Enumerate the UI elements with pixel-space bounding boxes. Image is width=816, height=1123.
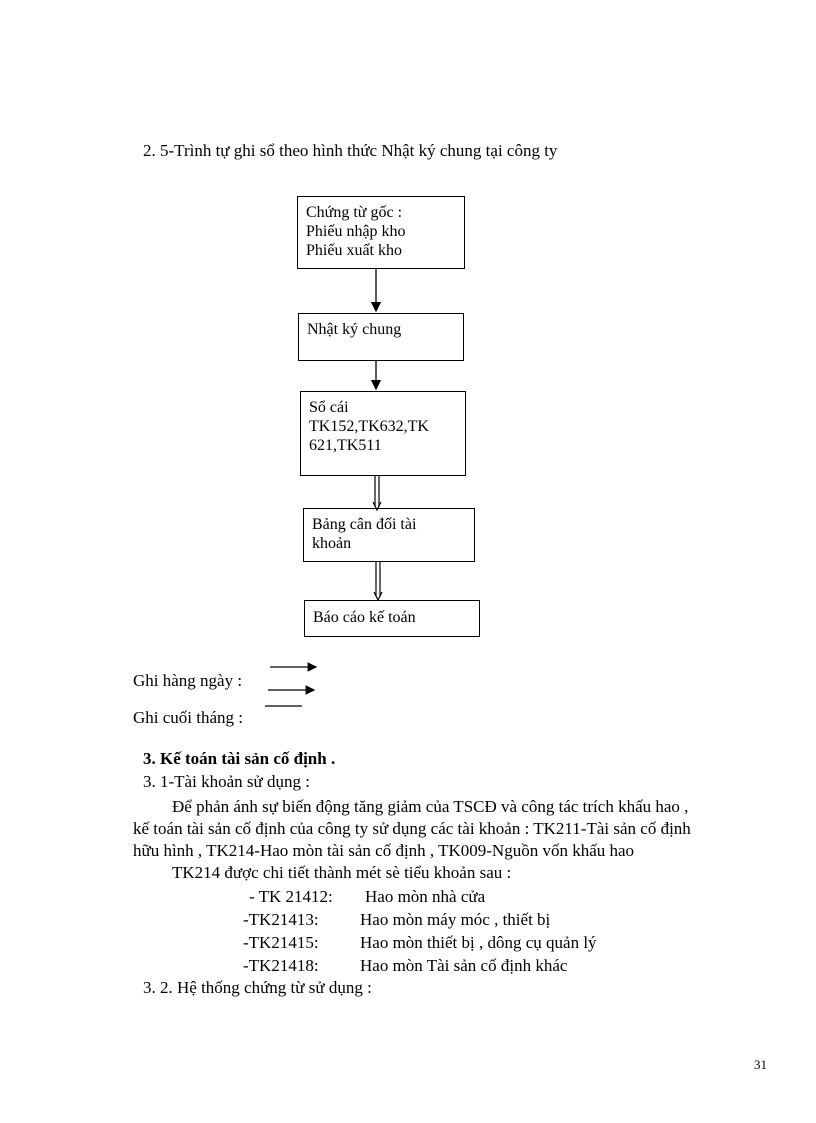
section-3-heading: 3. Kế toán tài sản cố định . [143, 749, 336, 768]
flow-box-general-journal: Nhật ký chung [298, 313, 464, 361]
flow-box2-line1: Nhật ký chung [307, 321, 402, 338]
subaccount-code: - TK 21412: [249, 887, 333, 906]
flow-box-trial-balance: Bảng cân đối tài khoản [303, 508, 475, 562]
subaccount-name: Hao mòn máy móc , thiết bị [360, 910, 551, 929]
flow-box3-line2: TK152,TK632,TK [309, 418, 429, 435]
flow-box-source-documents: Chứng từ gốc : Phiếu nhập kho Phiếu xuất… [297, 196, 465, 269]
flow-box4-line1: Bảng cân đối tài [312, 516, 417, 533]
flow-box1-line2: Phiếu nhập kho [306, 223, 406, 240]
paragraph-line-2: kế toán tài sản cố định của công ty sử d… [133, 819, 691, 838]
subaccount-code: -TK21418: [243, 956, 319, 975]
subaccount-name: Hao mòn Tài sản cố định khác [360, 956, 568, 975]
flow-box-ledger: Sổ cái TK152,TK632,TK 621,TK511 [300, 391, 466, 476]
section-2-5-heading: 2. 5-Trình tự ghi sổ theo hình thức Nhật… [143, 141, 558, 160]
flow-box3-line3: 621,TK511 [309, 437, 382, 454]
flow-box1-line1: Chứng từ gốc : [306, 204, 403, 221]
flow-box5-line1: Báo cáo kế toán [313, 609, 416, 626]
subaccount-code: -TK21415: [243, 933, 319, 952]
section-3-2-heading: 3. 2. Hệ thống chứng từ sử dụng : [143, 978, 372, 997]
tk214-intro: TK214 được chi tiết thành mét sè tiểu kh… [172, 863, 512, 882]
flow-box1-line3: Phiếu xuất kho [306, 242, 402, 259]
subaccount-name: Hao mòn thiết bị , dông cụ quản lý [360, 933, 597, 952]
subaccount-code: -TK21413: [243, 910, 319, 929]
paragraph-line-1: Để phản ánh sự biến động tăng giảm của T… [172, 797, 689, 816]
flow-box4-line2: khoản [312, 535, 352, 552]
flow-box-accounting-report: Báo cáo kế toán [304, 600, 480, 637]
double-arrow-box3-box4 [372, 476, 382, 512]
legend-daily-label: Ghi hàng ngày : [133, 671, 243, 690]
legend-monthly-label: Ghi cuối tháng : [133, 708, 244, 727]
section-3-1-heading: 3. 1-Tài khoản sử dụng : [143, 772, 310, 791]
subaccount-name: Hao mòn nhà cửa [365, 887, 486, 906]
flow-box3-line1: Sổ cái [309, 399, 349, 416]
double-arrow-box4-box5 [373, 562, 383, 602]
paragraph-line-3: hữu hình , TK214-Hao mòn tài sản cố định… [133, 841, 635, 860]
page-number: 31 [754, 1057, 767, 1072]
